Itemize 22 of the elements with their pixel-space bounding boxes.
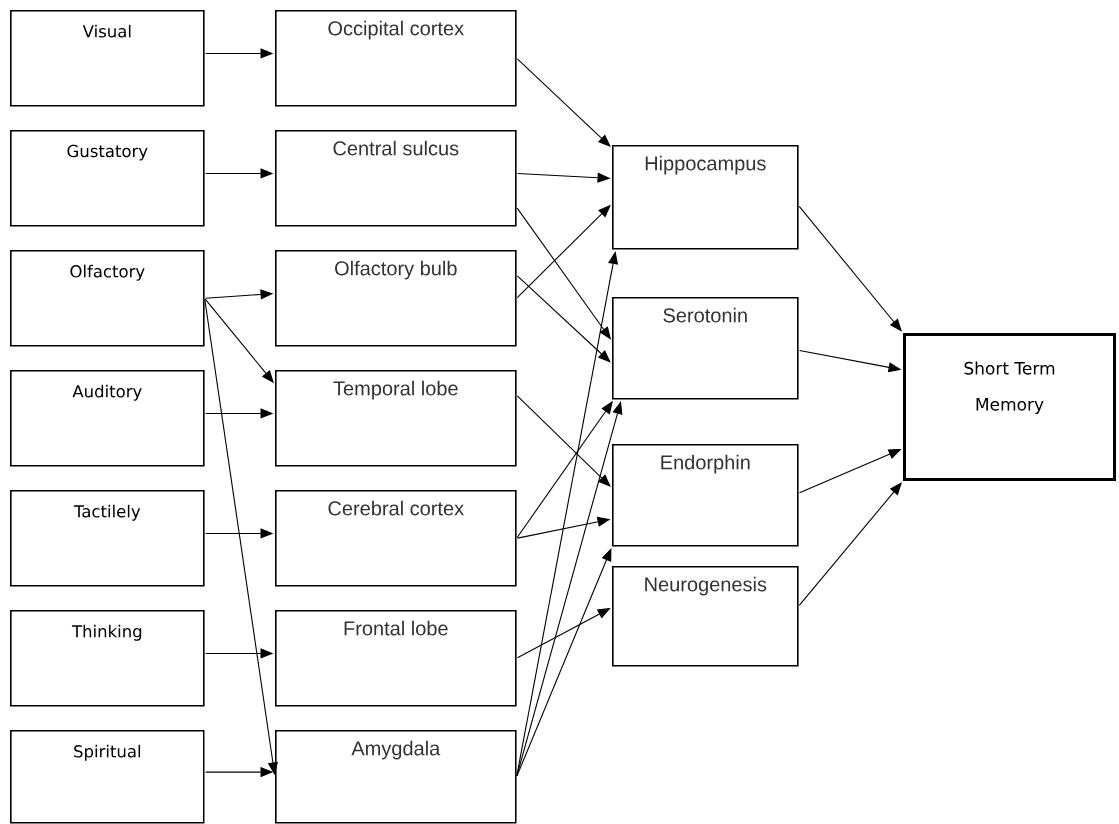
arrow [516,275,611,363]
process-box: Serotonin [612,297,799,400]
sense-box: Spiritual [10,730,205,824]
sense-box: Visual [10,10,205,107]
sense-box: Gustatory [10,130,205,227]
brain-region-box: Central sulcus [275,130,517,227]
arrow [798,482,902,606]
sense-box: Olfactory [10,250,205,347]
sense-box: Auditory [10,370,205,467]
memory-box: Short Term Memory [903,333,1116,481]
brain-region-box: Cerebral cortex [275,490,517,587]
brain-region-box: Olfactory bulb [275,250,517,347]
brain-region-box: Amygdala [275,730,517,824]
sense-box: Tactilely [10,490,205,587]
process-box: Neurogenesis [612,566,799,667]
brain-region-box: Frontal lobe [275,610,517,707]
process-box: Endorphin [612,444,799,547]
arrow [516,548,612,777]
brain-region-box: Temporal lobe [275,370,517,467]
brain-region-box: Occipital cortex [275,10,517,107]
sense-box: Thinking [10,610,205,707]
process-box: Hippocampus [612,145,799,250]
